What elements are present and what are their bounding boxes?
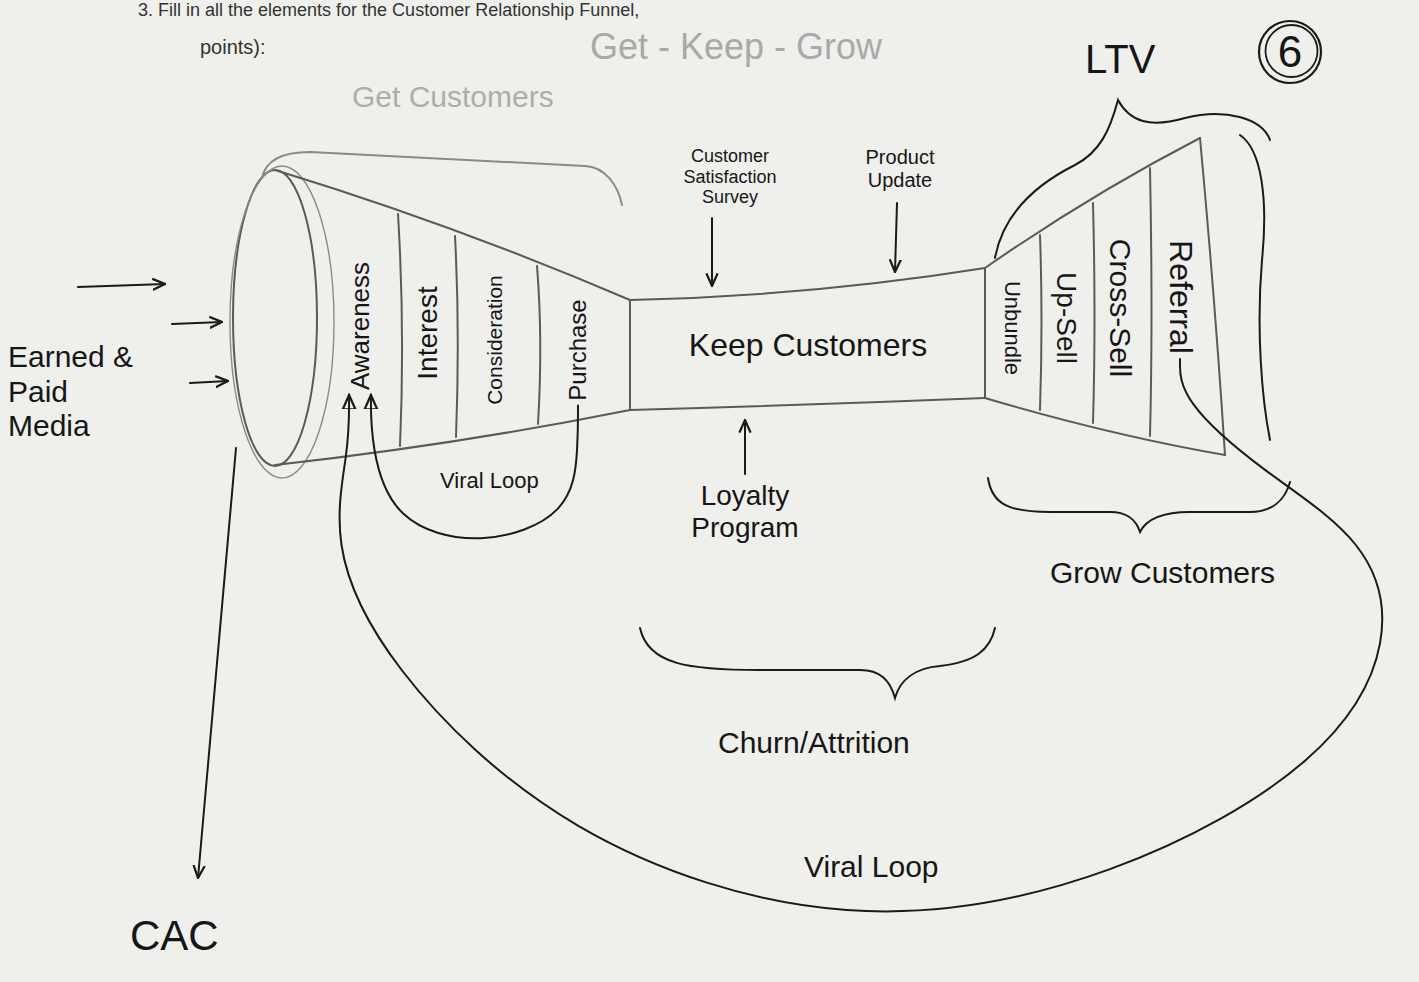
funnel-tube: Keep Customers (681, 324, 935, 369)
viral-loop-arrow (340, 359, 1383, 911)
callout-note: Customer Satisfaction Survey (665, 146, 795, 208)
node-text: 6 (1278, 28, 1302, 76)
metric-label: CAC (130, 912, 219, 960)
band-divider (398, 214, 402, 446)
tube-top-edge (630, 268, 985, 300)
node-text: Purchase (565, 299, 591, 400)
funnel-band: Purchase (560, 295, 596, 406)
brace-label: Churn/Attrition (718, 726, 910, 761)
funnel-outline (230, 138, 1225, 478)
node-text: Consideration (483, 275, 506, 405)
question-title: 3. Fill in all the elements for the Cust… (138, 0, 639, 21)
node-text: Unbundle (1000, 281, 1024, 375)
viral-loop-arrow (371, 395, 578, 538)
brace-label: LTV (1085, 36, 1155, 82)
leader-arrow (198, 448, 236, 878)
funnel-band: Referral (1158, 235, 1203, 359)
brace-label: Get Customers (352, 80, 554, 115)
band-divider (984, 268, 986, 398)
grade-circle: 6 (1257, 19, 1323, 85)
loop-label: Viral Loop (440, 468, 539, 493)
leader-arrow (190, 381, 228, 383)
funnel-mouth (233, 170, 317, 466)
band-divider (537, 266, 540, 424)
node-text: Interest (413, 286, 444, 379)
brace (262, 152, 622, 205)
leader-arrow (711, 218, 713, 286)
loop-label: Viral Loop (800, 850, 943, 885)
funnel-band: Up-Sell (1046, 267, 1087, 369)
leader-arrow (744, 420, 746, 474)
band-divider (1093, 203, 1095, 423)
grow-bottom-edge (985, 398, 1225, 455)
leader-arrow (172, 322, 222, 324)
band-divider (455, 236, 458, 437)
callout-note: Loyalty Program (675, 480, 815, 544)
node-text: Referral (1162, 240, 1197, 354)
circle-outline (1259, 21, 1321, 83)
question-text: points): (200, 36, 266, 59)
band-divider (1040, 235, 1042, 410)
leader-arrow (895, 203, 897, 272)
funnel-top-edge (275, 170, 630, 300)
circle-outline (1266, 25, 1318, 77)
funnel-band: Interest (408, 282, 449, 385)
funnel-band: Unbundle (995, 276, 1029, 380)
grow-right-edge (1200, 138, 1225, 455)
node-text: Up-Sell (1051, 272, 1082, 364)
input-label: Earned & Paid Media (8, 340, 158, 444)
brace (988, 478, 1290, 532)
band-divider (629, 300, 631, 410)
band-divider (1150, 168, 1152, 436)
brace (640, 628, 995, 698)
callout-note: Product Update (845, 146, 955, 192)
connector-group (340, 359, 1383, 911)
tube-bottom-edge (630, 398, 985, 410)
node-text: Cross-Sell (1104, 239, 1137, 377)
funnel-mouth-sketch (230, 166, 334, 478)
node-text: Keep Customers (689, 328, 927, 363)
brace (995, 100, 1270, 258)
pencil-heading: Get - Keep - Grow (590, 26, 882, 67)
brace-label: Grow Customers (1050, 556, 1275, 591)
funnel-band: Cross-Sell (1099, 234, 1142, 382)
bracket (1240, 135, 1270, 440)
leader-arrows (78, 203, 897, 878)
funnel-band: Awareness (341, 257, 380, 395)
brackets (262, 100, 1290, 698)
leader-arrow (78, 284, 165, 287)
funnel-band: Consideration (479, 270, 512, 410)
node-text: Awareness (346, 262, 375, 390)
